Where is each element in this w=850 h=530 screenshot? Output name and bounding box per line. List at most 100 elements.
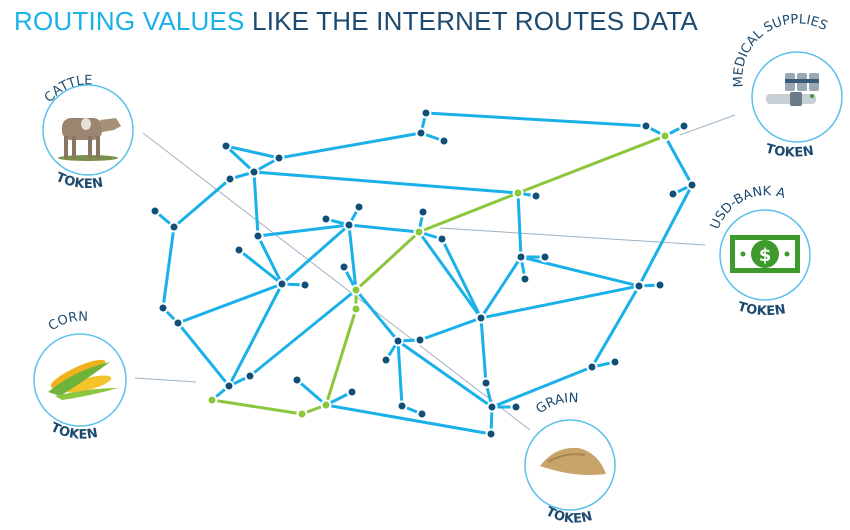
network-link <box>325 403 492 436</box>
route-node <box>350 303 362 315</box>
route-link <box>354 230 421 292</box>
network-node <box>299 279 311 291</box>
token-label: CORN <box>46 310 88 335</box>
network-node <box>438 135 450 147</box>
network-node <box>291 374 303 386</box>
network-node <box>168 221 180 233</box>
token-usd-bank-a[interactable]: $ USD-BANK A TOKEN <box>708 184 811 320</box>
network-node <box>539 251 551 263</box>
vials-icon <box>766 73 819 106</box>
network-node <box>519 273 531 285</box>
token-connector-line <box>134 377 197 383</box>
route-node <box>296 408 308 420</box>
network-node <box>220 140 232 152</box>
token-corn[interactable]: CORN TOKEN <box>33 310 127 443</box>
network-node <box>678 120 690 132</box>
network-node <box>157 302 169 314</box>
network-link <box>253 170 519 195</box>
network-node <box>353 201 365 213</box>
route-node <box>659 130 671 142</box>
network-link <box>480 284 640 320</box>
network-link <box>479 317 488 384</box>
network-link <box>252 171 260 237</box>
network-node <box>415 127 427 139</box>
network-link <box>663 135 694 186</box>
token-grain[interactable]: GRAIN TOKEN <box>524 391 616 527</box>
network-link <box>249 288 357 378</box>
token-suffix: TOKEN <box>764 141 815 160</box>
route-node <box>320 399 332 411</box>
network-link <box>419 316 482 342</box>
token-connector-line <box>679 114 736 136</box>
network-link <box>256 235 284 285</box>
network-node <box>149 205 161 217</box>
network-node <box>510 401 522 413</box>
route-node <box>413 226 425 238</box>
network-node <box>586 361 598 373</box>
network-node <box>420 107 432 119</box>
token-suffix: TOKEN <box>736 300 787 320</box>
network-node <box>633 280 645 292</box>
network-node <box>416 408 428 420</box>
route-node <box>350 284 362 296</box>
network-node <box>436 233 448 245</box>
network-link <box>425 111 647 128</box>
token-cattle[interactable]: CATTLE TOKEN <box>42 73 134 192</box>
token-connector-line <box>142 132 531 431</box>
network-link <box>176 322 231 387</box>
network-node <box>667 188 679 200</box>
network-node <box>485 428 497 440</box>
network-link <box>224 144 256 174</box>
network-link <box>491 365 593 409</box>
network-link <box>225 144 280 160</box>
svg-text:GRAIN: GRAIN <box>533 391 578 417</box>
svg-text:TOKEN: TOKEN <box>764 141 815 160</box>
network-node <box>252 230 264 242</box>
network-link <box>590 285 641 368</box>
network-link <box>637 184 694 287</box>
network-link <box>516 192 523 258</box>
route-link <box>324 308 358 406</box>
route-link <box>211 398 303 416</box>
network-link <box>278 131 422 160</box>
corn-icon <box>48 359 118 400</box>
network-link <box>177 282 283 325</box>
network-node <box>486 401 498 413</box>
network-nodes <box>149 107 698 440</box>
network-node <box>392 335 404 347</box>
page-title: ROUTING VALUES LIKE THE INTERNET ROUTES … <box>14 6 698 37</box>
network-node <box>480 377 492 389</box>
network-node <box>396 400 408 412</box>
cow-icon <box>58 118 121 161</box>
network-link <box>347 224 358 291</box>
network-node <box>380 354 392 366</box>
network-node <box>414 334 426 346</box>
network-node <box>233 244 245 256</box>
network-link <box>520 255 640 288</box>
network-node <box>475 312 487 324</box>
grain-pile-icon <box>540 447 606 475</box>
dollar-bill-icon: $ <box>730 235 800 273</box>
network-links <box>154 111 694 436</box>
network-link <box>348 223 420 234</box>
network-node <box>686 179 698 191</box>
network-node <box>640 120 652 132</box>
network-node <box>223 380 235 392</box>
svg-text:CORN: CORN <box>46 310 88 335</box>
network-link <box>354 289 400 342</box>
network-node <box>338 261 350 273</box>
title-highlight: ROUTING VALUES <box>14 6 245 36</box>
route-link <box>418 191 519 234</box>
network-node <box>346 386 358 398</box>
network-link <box>479 256 523 319</box>
network-node <box>609 356 621 368</box>
network-link <box>397 339 493 409</box>
network-node <box>654 279 666 291</box>
network-node <box>244 370 256 382</box>
token-medical-supplies[interactable]: MEDICAL SUPPLIES TOKEN <box>731 12 843 161</box>
route-link <box>517 134 666 195</box>
network-node <box>343 219 355 231</box>
network-link <box>281 223 350 286</box>
svg-text:TOKEN: TOKEN <box>736 300 787 320</box>
